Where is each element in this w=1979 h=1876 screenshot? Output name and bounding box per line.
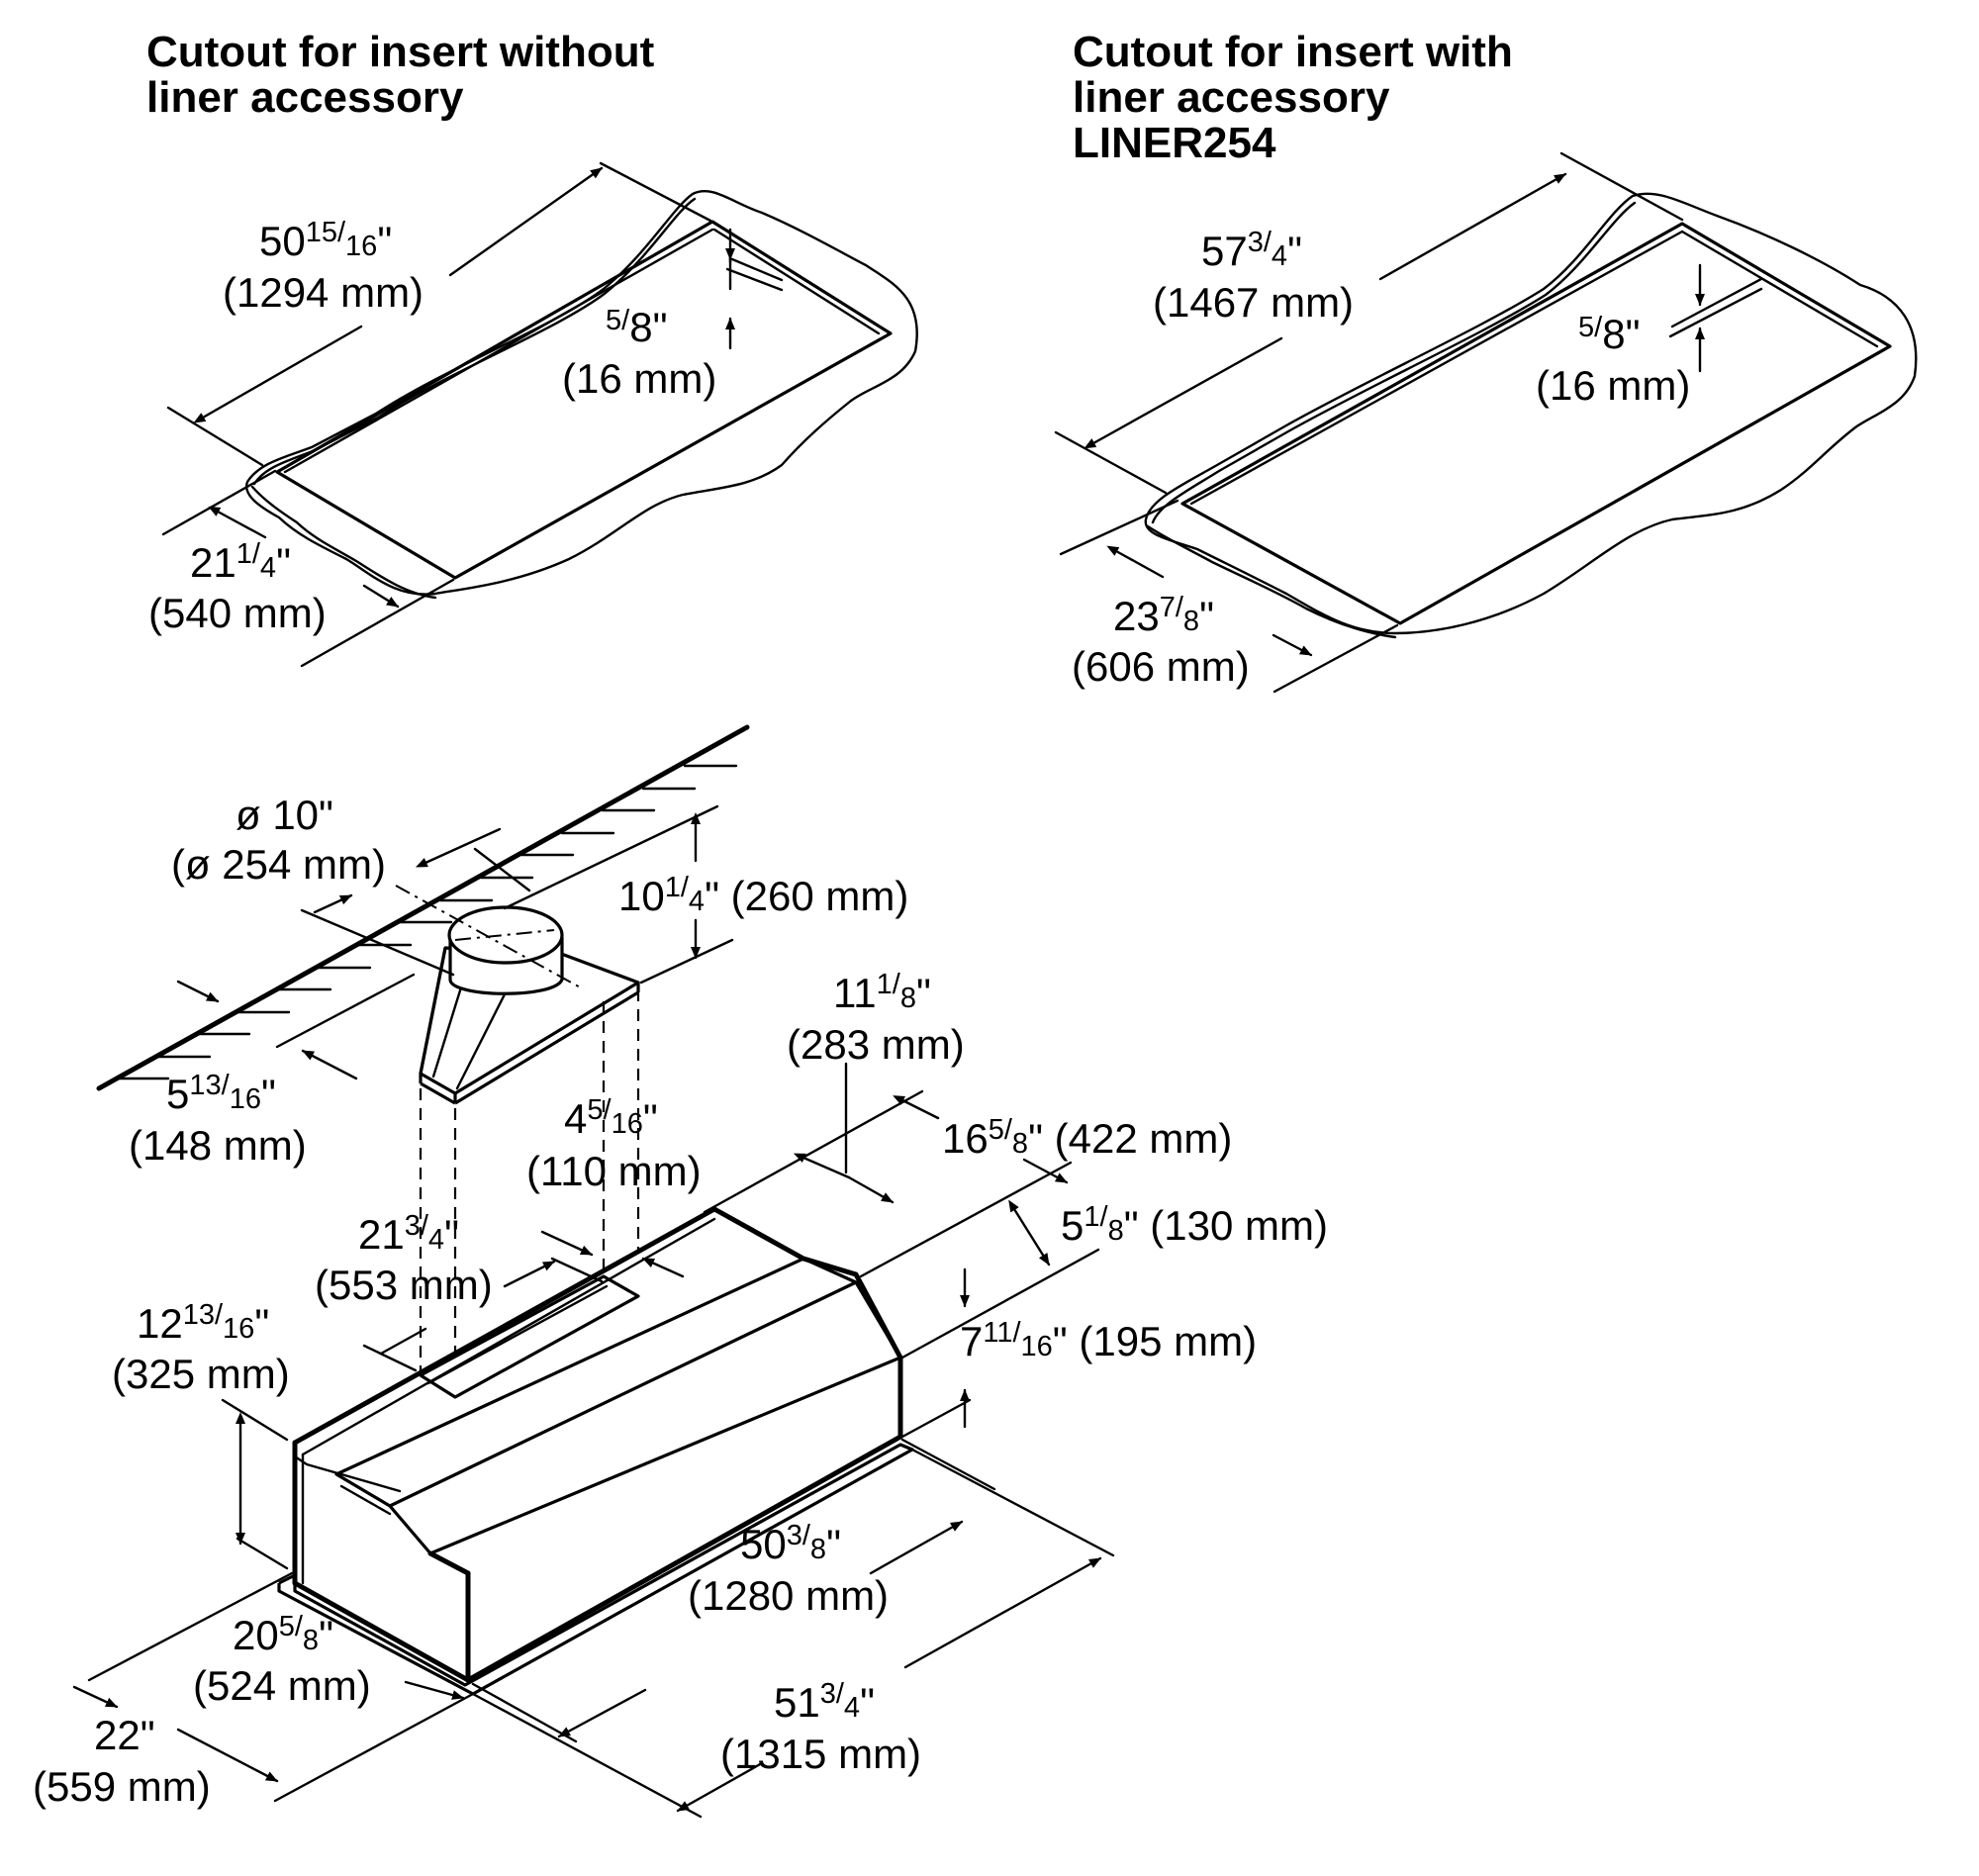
- heading-without-liner: Cutout for insert without liner accessor…: [146, 30, 654, 121]
- cutout-opening-right: [1180, 222, 1892, 625]
- heading-with-liner-line3: LINER254: [1073, 119, 1276, 167]
- top-depth-label: 111/8": [833, 969, 931, 1016]
- cutout-left-length-mm: (1294 mm): [223, 269, 424, 316]
- countertop-outline-left: [244, 189, 918, 596]
- duct-offset-mm: (148 mm): [129, 1122, 307, 1169]
- duct-height-label: 101/4" (260 mm): [618, 872, 908, 919]
- cutout-without-liner: 5015/16" (1294 mm) 5/8" (16 mm) 211/4" (…: [148, 161, 918, 668]
- body-depth-label: 205/8": [233, 1611, 333, 1658]
- duct-from-side-mm: (553 mm): [315, 1262, 493, 1308]
- countertop-outline-right: [1144, 192, 1918, 635]
- cutout-left-depth-label: 211/4": [190, 538, 291, 586]
- cutout-opening-left: [275, 220, 893, 580]
- overall-depth-label: 165/8" (422 mm): [942, 1114, 1232, 1162]
- cutout-right-flange-label: 5/8": [1578, 311, 1640, 357]
- cutout-left-flange-label: 5/8": [606, 304, 667, 350]
- heading-without-liner-line1: Cutout for insert without: [146, 28, 655, 76]
- overall-height-label: 1213/16": [137, 1299, 269, 1347]
- heading-with-liner-line2: liner accessory: [1073, 73, 1390, 122]
- body-width-label: 503/8": [740, 1520, 841, 1567]
- duct-diameter-mm: (ø 254 mm): [171, 841, 386, 888]
- wall-line: [96, 724, 750, 1091]
- cutout-right-length-label: 573/4": [1201, 227, 1302, 274]
- duct-from-side-label: 213/4": [358, 1210, 459, 1258]
- cutout-right-length-mm: (1467 mm): [1153, 279, 1354, 326]
- flange-depth-label: 22": [94, 1712, 155, 1758]
- front-slope-label: 51/8" (130 mm): [1061, 1201, 1328, 1249]
- cutout-left-length-label: 5015/16": [259, 217, 392, 264]
- cutout-right-depth-label: 237/8": [1113, 592, 1214, 639]
- cutout-left-depth-mm: (540 mm): [148, 590, 327, 636]
- overall-height-mm: (325 mm): [112, 1351, 290, 1397]
- heading-without-liner-line2: liner accessory: [146, 73, 464, 122]
- rear-offset-mm: (110 mm): [526, 1148, 702, 1194]
- flange-width-label: 513/4": [774, 1678, 875, 1726]
- cutout-right-depth-mm: (606 mm): [1072, 643, 1250, 690]
- wall-hatching: [115, 764, 738, 1080]
- insert-body: [277, 1206, 914, 1696]
- top-depth-mm: (283 mm): [787, 1021, 965, 1068]
- duct-transition: [395, 885, 640, 1105]
- heading-with-liner: Cutout for insert with liner accessory L…: [1073, 30, 1513, 166]
- rear-offset-label: 45/16": [564, 1094, 658, 1142]
- cutout-left-flange-mm: (16 mm): [562, 355, 716, 402]
- body-width-mm: (1280 mm): [688, 1572, 889, 1619]
- heading-with-liner-line1: Cutout for insert with: [1073, 28, 1513, 76]
- duct-offset-label: 513/16": [166, 1070, 276, 1117]
- flange-depth-mm: (559 mm): [33, 1763, 211, 1810]
- duct-collar: [447, 905, 564, 965]
- insert-diagram: ø 10" (ø 254 mm) 101/4" (260 mm) 513/16"…: [33, 724, 1328, 1819]
- duct-diameter-label: ø 10": [236, 792, 333, 838]
- body-depth-mm: (524 mm): [193, 1662, 371, 1709]
- cutout-right-flange-mm: (16 mm): [1536, 362, 1690, 409]
- flange-width-mm: (1315 mm): [720, 1731, 921, 1777]
- cutout-with-liner: 573/4" (1467 mm) 5/8" (16 mm) 237/8" (60…: [1054, 151, 1918, 694]
- front-height-label: 711/16" (195 mm): [960, 1317, 1257, 1364]
